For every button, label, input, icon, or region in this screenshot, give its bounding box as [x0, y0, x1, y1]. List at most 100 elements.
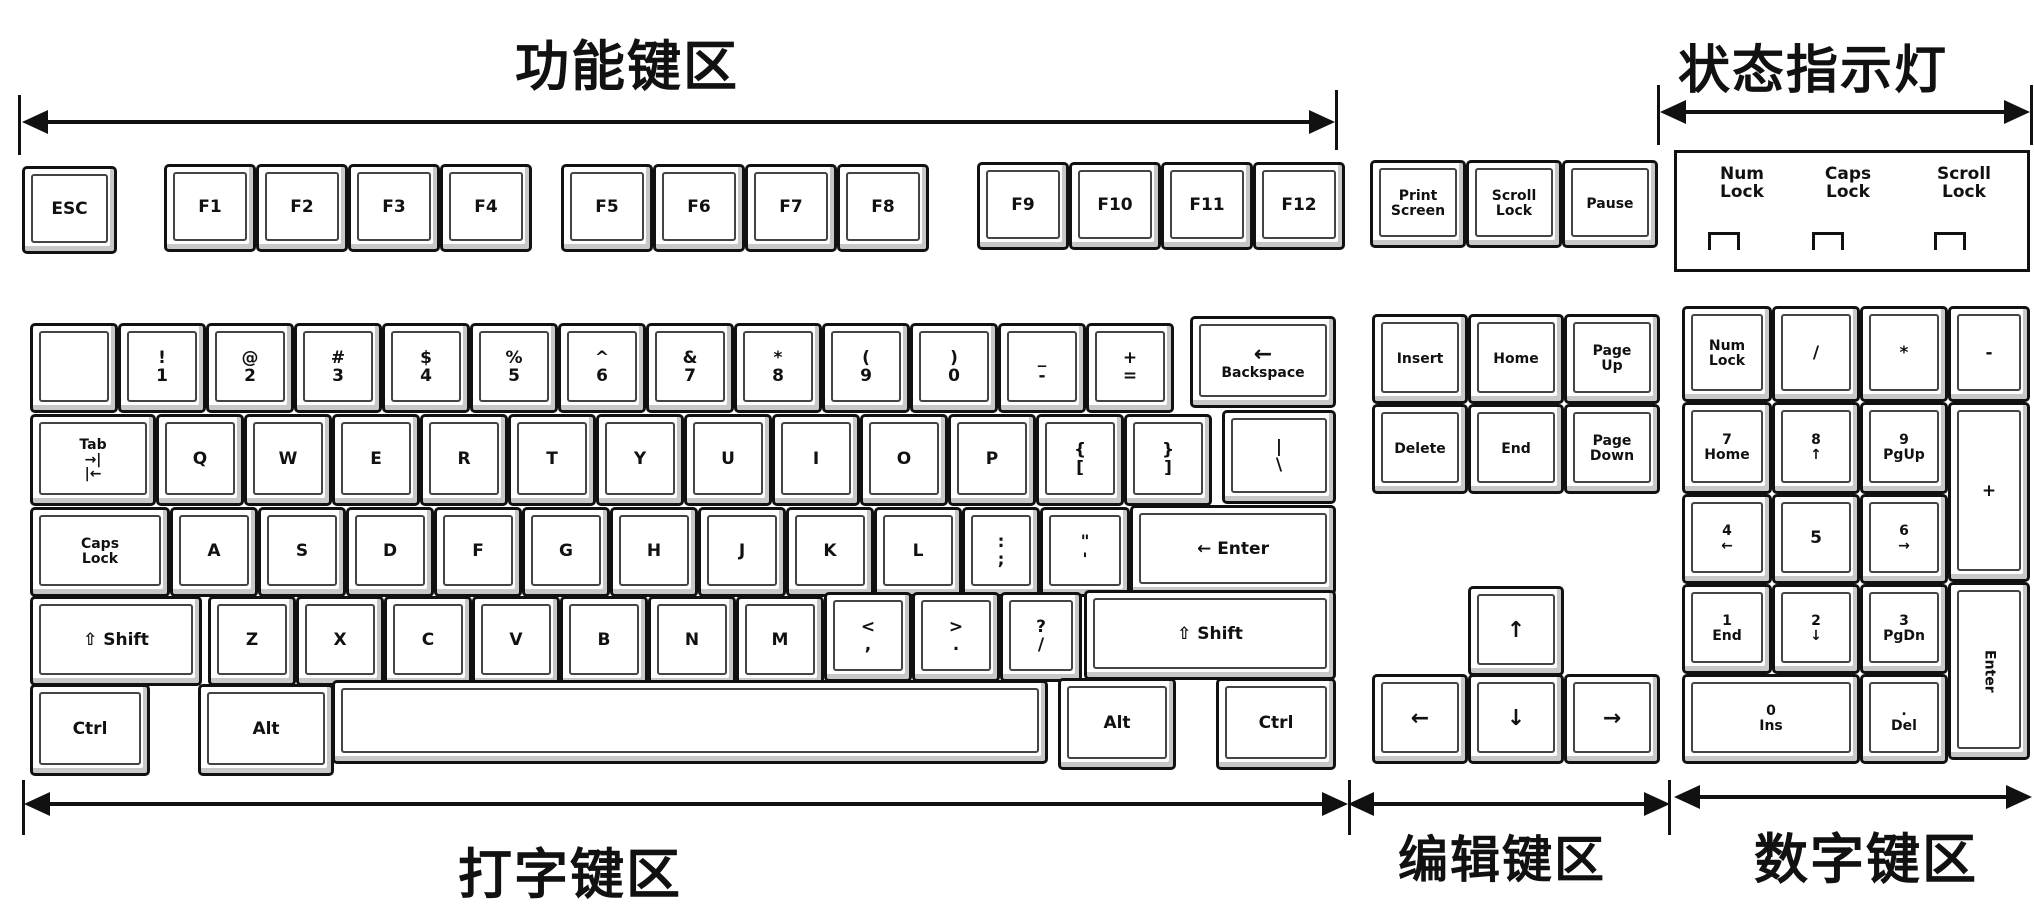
key-pause[interactable]: Pause [1562, 160, 1658, 248]
key-left-alt[interactable]: Alt [198, 684, 334, 776]
key-n[interactable]: N [648, 596, 736, 686]
key-7[interactable]: &7 [646, 323, 734, 413]
key-s[interactable]: S [258, 507, 346, 597]
key-d[interactable]: D [346, 507, 434, 597]
key-5[interactable]: %5 [470, 323, 558, 413]
key-f[interactable]: F [434, 507, 522, 597]
key-right-alt[interactable]: Alt [1058, 678, 1176, 770]
key-numpad-minus[interactable]: - [1948, 306, 2030, 402]
key-end[interactable]: End [1468, 404, 1564, 494]
key-minus[interactable]: _- [998, 323, 1086, 413]
key-right-bracket[interactable]: }] [1124, 414, 1212, 506]
key-4[interactable]: $4 [382, 323, 470, 413]
key-o[interactable]: O [860, 414, 948, 506]
key-numpad-enter[interactable]: Enter [1948, 582, 2030, 760]
key-k[interactable]: K [786, 507, 874, 597]
key-w[interactable]: W [244, 414, 332, 506]
key-space[interactable] [332, 680, 1048, 764]
key-0[interactable]: )0 [910, 323, 998, 413]
key-backspace[interactable]: ←Backspace [1190, 316, 1336, 408]
key-period[interactable]: >. [912, 592, 1000, 682]
key-e[interactable]: E [332, 414, 420, 506]
key-a[interactable]: A [170, 507, 258, 597]
key-u[interactable]: U [684, 414, 772, 506]
key-right-shift[interactable]: ⇧ Shift [1084, 590, 1336, 680]
key-left-shift[interactable]: ⇧ Shift [30, 596, 202, 686]
key-f1[interactable]: F1 [164, 164, 256, 252]
key-numpad-8[interactable]: 8↑ [1772, 402, 1860, 494]
key-slash[interactable]: ?/ [1000, 592, 1082, 682]
key-left-bracket[interactable]: {[ [1036, 414, 1124, 506]
key-comma[interactable]: <, [824, 592, 912, 682]
key-f5[interactable]: F5 [561, 164, 653, 252]
key-f6[interactable]: F6 [653, 164, 745, 252]
key-arrow-right[interactable]: → [1564, 674, 1660, 764]
key-f8[interactable]: F8 [837, 164, 929, 252]
key-i[interactable]: I [772, 414, 860, 506]
key-tab[interactable]: Tab→||← [30, 414, 156, 506]
key-insert[interactable]: Insert [1372, 314, 1468, 404]
key-home[interactable]: Home [1468, 314, 1564, 404]
key-g[interactable]: G [522, 507, 610, 597]
key-numpad-2[interactable]: 2↓ [1772, 584, 1860, 674]
key-f7[interactable]: F7 [745, 164, 837, 252]
key-enter[interactable]: ← Enter [1130, 505, 1336, 595]
key-arrow-down[interactable]: ↓ [1468, 674, 1564, 764]
key-f9[interactable]: F9 [977, 162, 1069, 250]
key-f12[interactable]: F12 [1253, 162, 1345, 250]
key-f3[interactable]: F3 [348, 164, 440, 252]
key-numpad-6[interactable]: 6→ [1860, 494, 1948, 584]
key-esc[interactable]: ESC [22, 166, 117, 254]
key-c[interactable]: C [384, 596, 472, 686]
key-arrow-up[interactable]: ↑ [1468, 586, 1564, 676]
key-equals[interactable]: += [1086, 323, 1174, 413]
key-f11[interactable]: F11 [1161, 162, 1253, 250]
key-t[interactable]: T [508, 414, 596, 506]
key-v[interactable]: V [472, 596, 560, 686]
key-backtick[interactable] [30, 323, 118, 413]
key-b[interactable]: B [560, 596, 648, 686]
key-3[interactable]: #3 [294, 323, 382, 413]
key-numpad-plus[interactable]: + [1948, 402, 2030, 582]
key-m[interactable]: M [736, 596, 824, 686]
key-h[interactable]: H [610, 507, 698, 597]
key-r[interactable]: R [420, 414, 508, 506]
key-backslash[interactable]: |\ [1222, 410, 1336, 504]
key-1[interactable]: !1 [118, 323, 206, 413]
key-numpad-multiply[interactable]: * [1860, 306, 1948, 402]
key-numpad-5[interactable]: 5 [1772, 494, 1860, 584]
key-numpad-decimal[interactable]: .Del [1860, 674, 1948, 764]
key-f4[interactable]: F4 [440, 164, 532, 252]
key-q[interactable]: Q [156, 414, 244, 506]
key-2[interactable]: @2 [206, 323, 294, 413]
key-x[interactable]: X [296, 596, 384, 686]
key-right-ctrl[interactable]: Ctrl [1216, 678, 1336, 770]
key-numpad-4[interactable]: 4← [1682, 494, 1772, 584]
key-6[interactable]: ^6 [558, 323, 646, 413]
key-f2[interactable]: F2 [256, 164, 348, 252]
key-j[interactable]: J [698, 507, 786, 597]
key-p[interactable]: P [948, 414, 1036, 506]
key-numpad-divide[interactable]: / [1772, 306, 1860, 402]
key-l[interactable]: L [874, 507, 962, 597]
key-y[interactable]: Y [596, 414, 684, 506]
key-delete[interactable]: Delete [1372, 404, 1468, 494]
key-arrow-left[interactable]: ← [1372, 674, 1468, 764]
key-8[interactable]: *8 [734, 323, 822, 413]
key-left-ctrl[interactable]: Ctrl [30, 684, 150, 776]
key-z[interactable]: Z [208, 596, 296, 686]
key-quote[interactable]: "' [1040, 507, 1130, 597]
key-semicolon[interactable]: :; [962, 507, 1040, 597]
key-9[interactable]: (9 [822, 323, 910, 413]
